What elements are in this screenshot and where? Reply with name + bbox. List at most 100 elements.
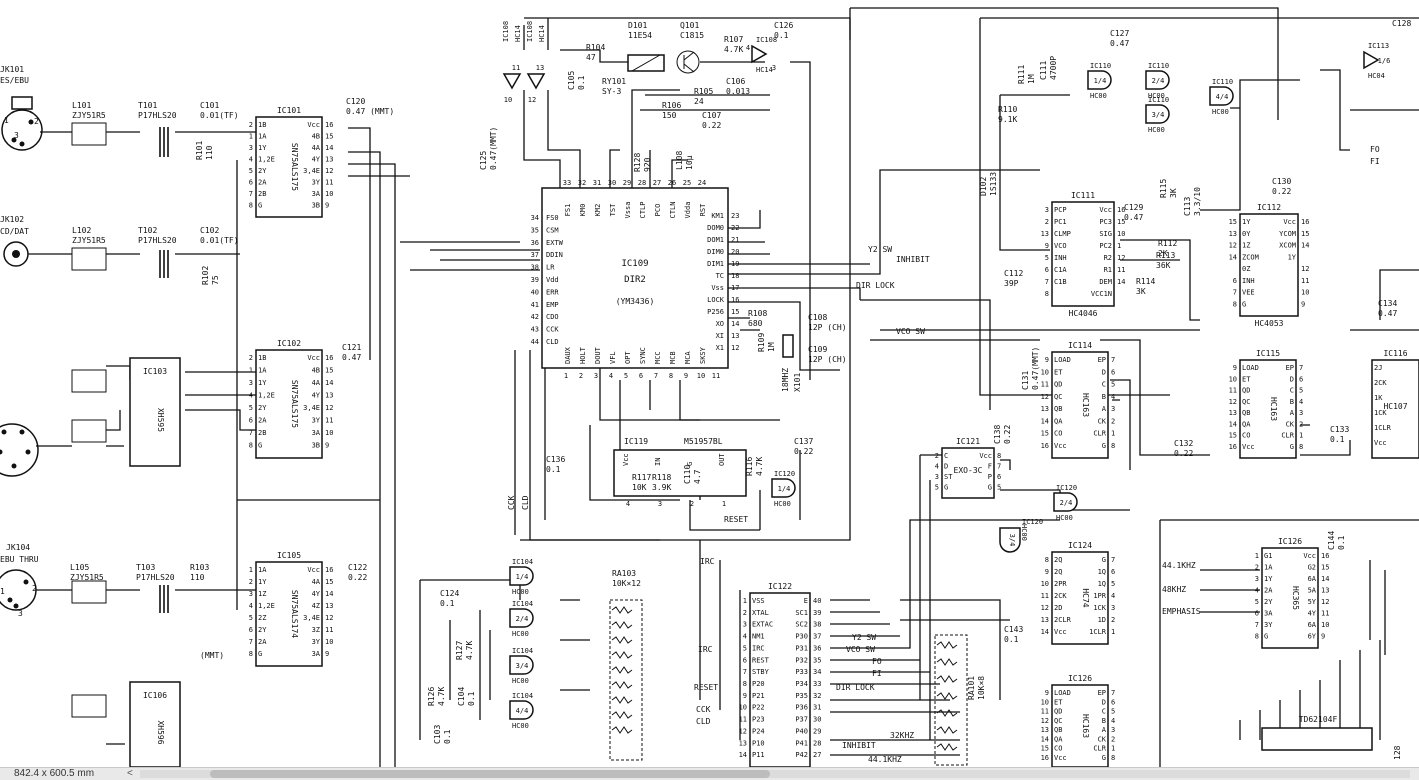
ic115-ref: IC115 xyxy=(1256,349,1280,358)
ic120c-symbol xyxy=(999,527,1021,553)
ic114-pin-right-num: 5 xyxy=(1111,381,1115,389)
ic101-ref: IC101 xyxy=(277,106,301,115)
ic126b-pin-right-num: 9 xyxy=(1321,633,1325,641)
ic122-pin-right-num: 37 xyxy=(813,633,821,641)
transistor-q101 xyxy=(676,50,700,74)
ic109-pin-bottom-label: OPT xyxy=(624,351,632,364)
scroll-left-button[interactable]: < xyxy=(127,768,133,779)
ic101-pin-left-label: 1A xyxy=(258,133,267,141)
c121-value: 0.47 xyxy=(342,353,361,362)
horizontal-scrollbar[interactable] xyxy=(140,770,1410,778)
ic105-part: SN75ALS174 xyxy=(290,590,299,638)
net-k44: 44.1KHZ xyxy=(868,755,902,764)
ic126-pin-left-num: 15 xyxy=(1041,745,1049,753)
ic105-pin-right-label: 3A xyxy=(312,650,321,658)
ic105-pin-left-label: 1Z xyxy=(258,590,266,598)
c136-value: 0.1 xyxy=(546,465,561,474)
ic120b-symbol xyxy=(1053,492,1078,512)
r108-ref: R108 xyxy=(748,309,767,318)
scrollbar-thumb[interactable] xyxy=(210,770,770,778)
ic109-pin-left-num: 39 xyxy=(531,276,539,284)
q101-ref: Q101 xyxy=(680,21,699,30)
ic114-pin-left-num: 11 xyxy=(1041,381,1049,389)
ic124-ref: IC124 xyxy=(1068,541,1092,550)
ic122-pin-left-label: P20 xyxy=(752,680,765,688)
ic122-pin-right-label: P36 xyxy=(795,704,808,712)
ic124-pin-left-label: 2Q xyxy=(1054,568,1062,576)
c130-value: 0.22 xyxy=(1272,187,1291,196)
c129-ref: C129 xyxy=(1124,203,1143,212)
t103-value: P17HLS20 xyxy=(136,573,175,582)
ic115-pin-right-num: 2 xyxy=(1299,420,1303,428)
ic109-pin-left-label: CCK xyxy=(546,326,559,334)
r104-value: 47 xyxy=(586,53,596,62)
ic109-pin-bottom-label: MCC xyxy=(654,351,662,364)
d101-part: 11E54 xyxy=(628,31,652,40)
ic126b-part: HC365 xyxy=(1291,586,1300,610)
c137-value: 0.22 xyxy=(794,447,813,456)
ic105-pin-right-label: 4Z xyxy=(312,602,320,610)
r118-ref: R118 xyxy=(652,473,671,482)
r118-value: 3.9K xyxy=(652,483,671,492)
ic112-pin-right-num: 9 xyxy=(1301,300,1305,308)
ic105-pin-left-label: 2Z xyxy=(258,614,266,622)
l108-value: 10μ xyxy=(685,155,694,170)
ic109-pin-top-num: 30 xyxy=(608,179,616,187)
ic114-body xyxy=(1051,351,1109,459)
ic101-pin-left-label: 1,2E xyxy=(258,156,275,164)
c101-value: 0.01(TF) xyxy=(200,111,239,120)
ic126b-pin-right-num: 12 xyxy=(1321,598,1329,606)
ic109-pin-top-label: TST xyxy=(609,203,617,216)
ic105-pin-right-label: 4Y xyxy=(312,590,321,598)
ic102-pin-right-num: 14 xyxy=(325,379,333,387)
ic126b-pin-right-label: 4Y xyxy=(1308,610,1317,618)
ic109-pin-right-num: 18 xyxy=(731,272,739,280)
ic120b-ref: IC120 xyxy=(1056,484,1077,492)
ic105-pin-left-num: 6 xyxy=(249,626,253,634)
ic112-pin-right-label: Vcc xyxy=(1283,218,1296,226)
ic126b-pin-right-num: 11 xyxy=(1321,610,1329,618)
ic102-pin-right-label: 3A xyxy=(312,429,321,437)
ic101-pin-right-num: 9 xyxy=(325,202,329,210)
ic111-body xyxy=(1051,201,1115,307)
ic109-pin-bottom-num: 9 xyxy=(684,372,688,380)
ic122-pin-left-num: 13 xyxy=(739,739,747,747)
ic126b-pin-left-num: 4 xyxy=(1255,587,1259,595)
ic124-pin-left-label: 2CK xyxy=(1054,592,1067,600)
ic114-pin-left-label: CO xyxy=(1054,430,1062,438)
ic110b-symbol xyxy=(1145,70,1170,90)
r110-ref: R110 xyxy=(998,105,1017,114)
ic111-pin-right-num: 15 xyxy=(1117,218,1125,226)
ic102-body xyxy=(255,349,323,459)
ic111-pin-left-num: 6 xyxy=(1045,266,1049,274)
ic102-chip: IC102SN75ALS1751B21A11Y31,2E42Y52A62B7G8… xyxy=(249,339,333,459)
ic116-pin-left-label: 2CK xyxy=(1374,379,1387,387)
ic102-pin-right-label: Vcc xyxy=(307,354,320,362)
ic115-pin-right-label: D xyxy=(1290,375,1294,383)
ic104c-part: HC00 xyxy=(512,677,529,685)
ic113-symbol xyxy=(1363,50,1380,70)
ic113-part: HC04 xyxy=(1368,72,1385,80)
r104-ref: R104 xyxy=(586,43,605,52)
ic112-pin-right-num: 14 xyxy=(1301,242,1309,250)
ic122-pin-right-num: 36 xyxy=(813,644,821,652)
r107-value: 4.7K xyxy=(724,45,743,54)
td62104-part: TD62104F xyxy=(1299,715,1338,724)
net-vco-sw-port: VCO SW xyxy=(846,645,875,654)
r102-ref: R102 xyxy=(201,266,210,285)
ic114-pin-left-num: 13 xyxy=(1041,405,1049,413)
ic109-pin-right-num: 23 xyxy=(731,212,739,220)
ic122-pin-left-label: XTAL xyxy=(752,609,769,617)
ic109-pin-top-label: KM0 xyxy=(579,204,587,217)
ic104b-unit: 2/4 xyxy=(516,615,529,623)
ic126b-pin-right-label: G2 xyxy=(1308,564,1316,572)
ic110a-unit: 1/4 xyxy=(1094,77,1107,85)
ic101-pin-right-num: 13 xyxy=(325,156,333,164)
